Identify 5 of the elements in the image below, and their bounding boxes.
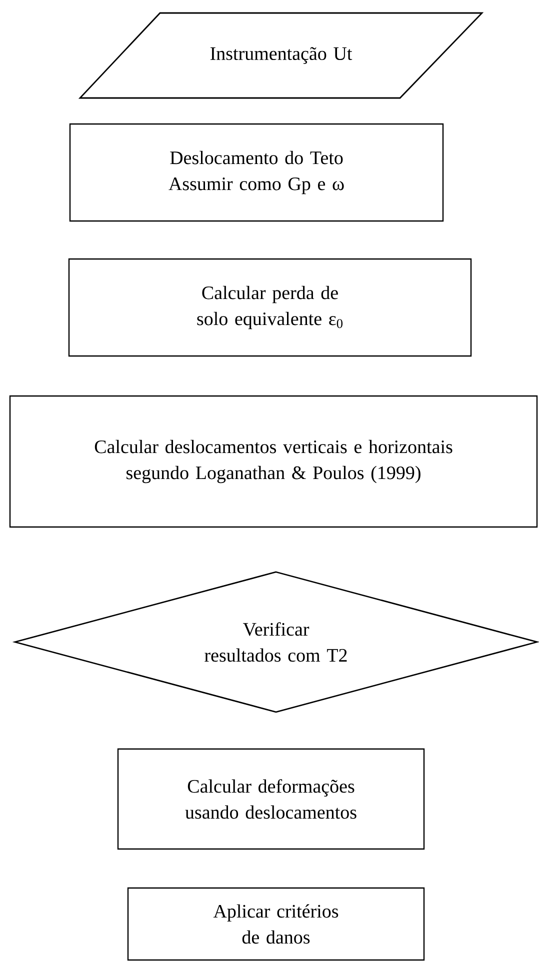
process-box: Aplicar critérios de danos bbox=[127, 887, 425, 961]
process-box: Deslocamento do Teto Assumir como Gp e ω bbox=[69, 123, 444, 222]
process-box: Calcular deformações usando deslocamentos bbox=[117, 748, 425, 850]
process-box: Calcular perda de solo equivalente ε$_{0}$ bbox=[68, 258, 472, 357]
process-box: Calcular deslocamentos verticais e horizontais segundo Loganathan & Poulos (1999) bbox=[9, 395, 538, 528]
